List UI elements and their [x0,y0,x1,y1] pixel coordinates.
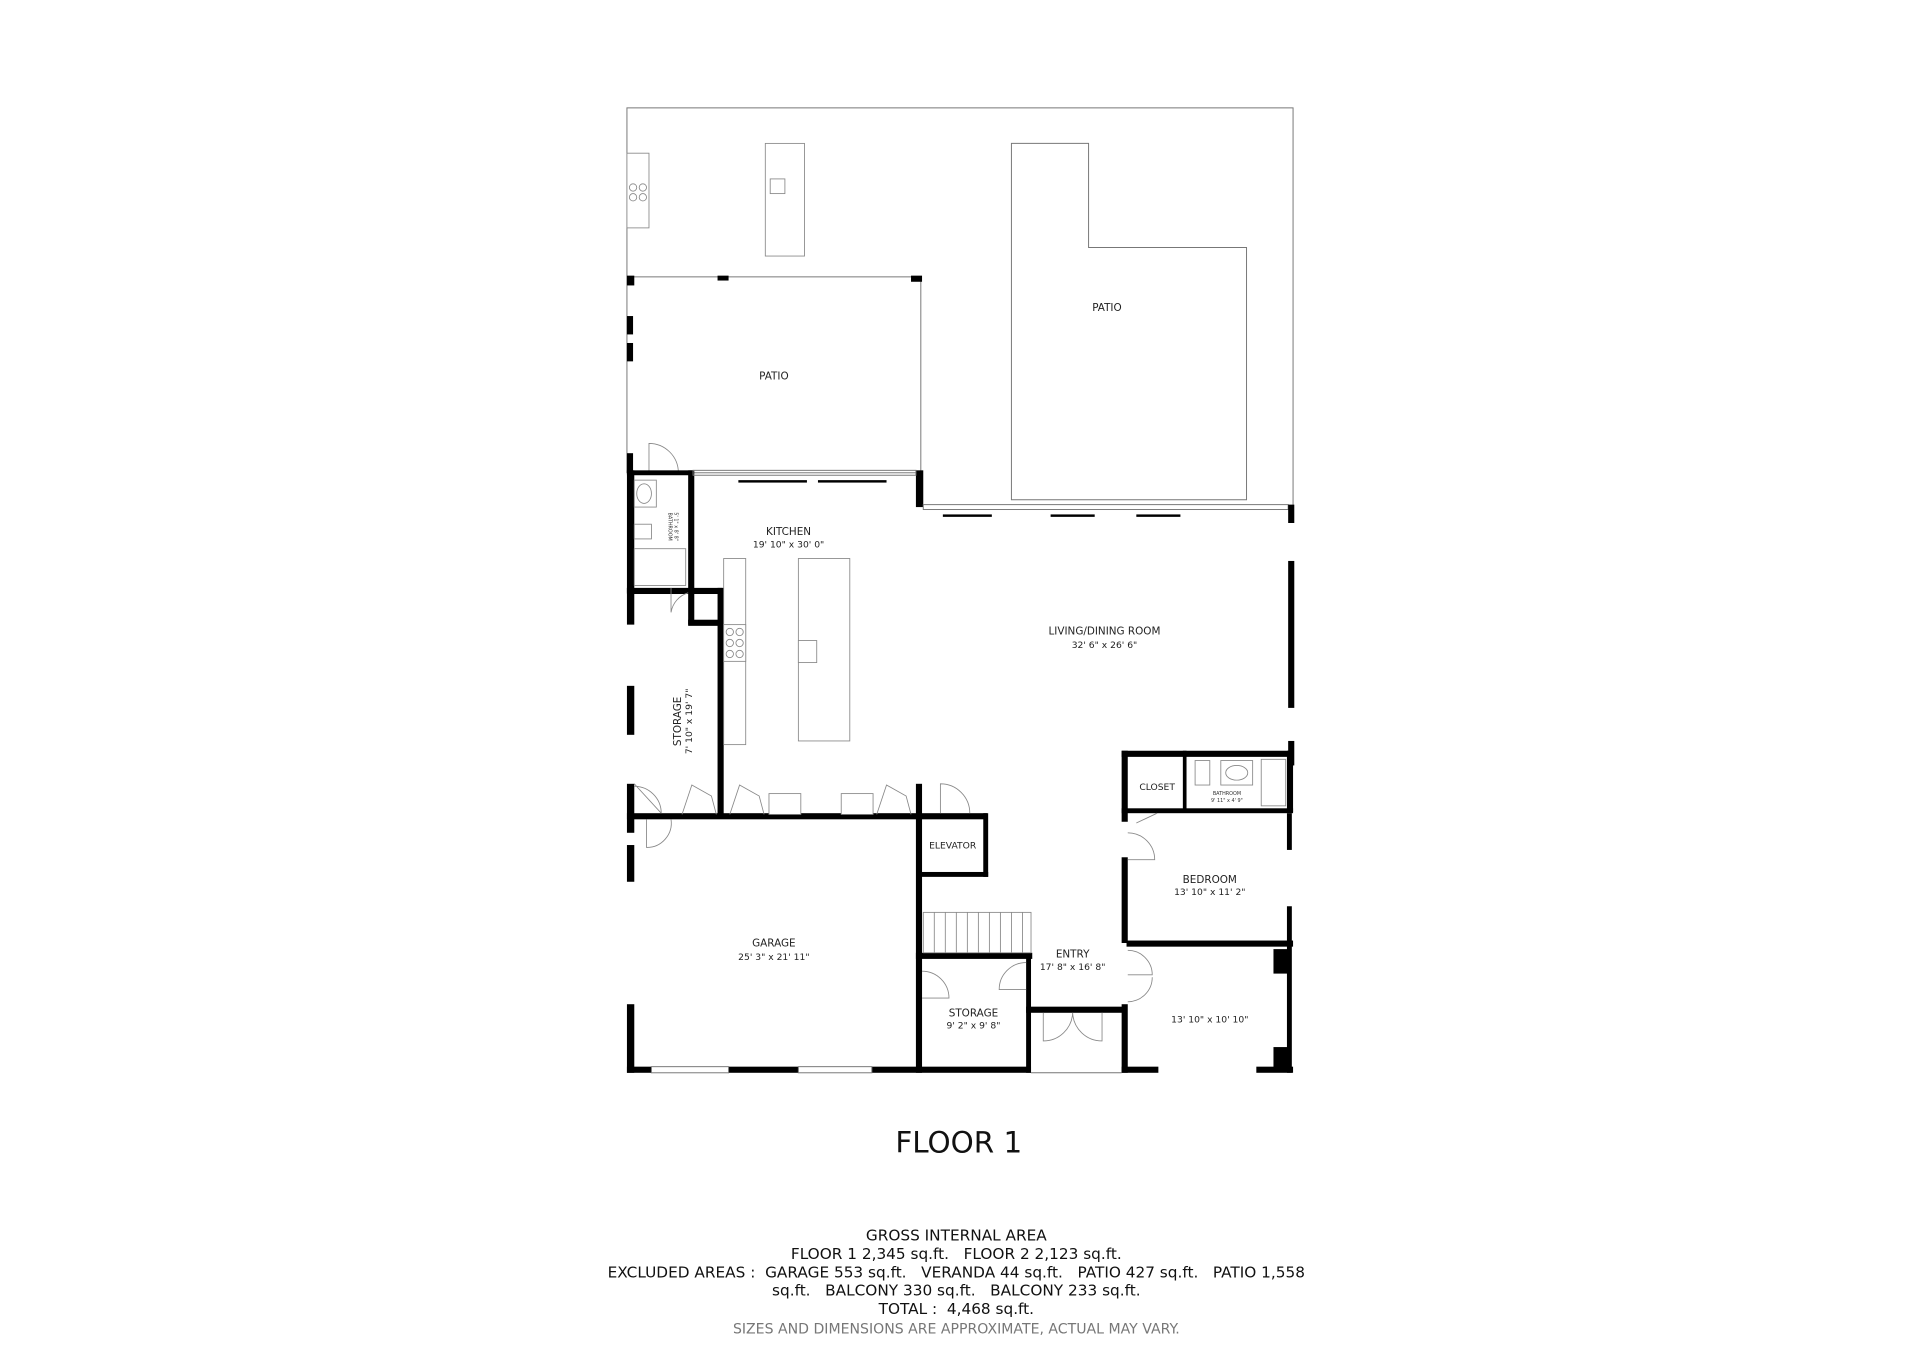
toilet-icon [1194,760,1211,786]
bathroom-small-label: BATHROOM [667,513,673,541]
stove-icon [723,624,747,662]
outdoor-grill-counter [626,152,650,229]
small-patio [626,275,923,474]
bathroom-small-dims: 5' 1" x 8' 8" [673,512,679,541]
walls [626,469,1295,1074]
toilet-icon [633,523,652,540]
kitchen-dims: 19' 10" x 30' 0" [753,539,824,550]
excluded-areas-line1: EXCLUDED AREAS : GARAGE 553 sq.ft. VERAN… [608,1263,1305,1281]
garage-label: GARAGE [752,938,796,950]
storage-small-label: STORAGE [949,1007,998,1019]
entry-label: ENTRY [1056,949,1090,961]
patio-large-label: PATIO [1092,302,1122,314]
fixtures [633,479,1287,954]
entry-dims: 17' 8" x 16' 8" [1040,962,1106,973]
area-summary: GROSS INTERNAL AREA FLOOR 1 2,345 sq.ft.… [608,1227,1305,1338]
living-dims: 32' 6" x 26' 6" [1072,640,1138,651]
elevator-label: ELEVATOR [929,841,977,852]
sink-icon [797,640,818,664]
outdoor-area [626,107,1294,508]
room-labels: PATIO PATIO KITCHEN 19' 10" x 30' 0" LIV… [667,302,1249,1032]
shower-small [633,548,687,586]
closet-label: CLOSET [1139,782,1175,793]
patio-small-label: PATIO [759,371,789,383]
unnamed-room-dims: 13' 10" x 10' 10" [1171,1015,1248,1026]
floors-area: FLOOR 1 2,345 sq.ft. FLOOR 2 2,123 sq.ft… [791,1245,1122,1263]
garage-dims: 25' 3" x 21' 11" [738,952,809,963]
storage-left-dims: 7' 10" x 19' 7" [684,689,695,755]
floor-title: FLOOR 1 [895,1125,1022,1159]
total-area: TOTAL : 4,468 sq.ft. [878,1300,1034,1318]
storage-small-dims: 9' 2" x 9' 8" [947,1021,1001,1032]
shower [1260,758,1287,807]
large-patio-outline [1010,142,1248,501]
outdoor-sink-counter [764,142,805,257]
disclaimer: SIZES AND DIMENSIONS ARE APPROXIMATE, AC… [733,1322,1180,1338]
bathroom-dims: 9' 11" x 4' 9" [1211,798,1243,804]
living-label: LIVING/DINING ROOM [1049,625,1161,637]
doors [633,587,1158,1042]
kitchen-label: KITCHEN [766,526,811,538]
bedroom-dims: 13' 10" x 11' 2" [1174,887,1245,898]
staircase [922,911,1032,954]
excluded-areas-line2: sq.ft. BALCONY 330 sq.ft. BALCONY 233 sq… [772,1282,1141,1300]
bathroom-label: BATHROOM [1213,791,1241,797]
bedroom-label: BEDROOM [1183,874,1237,886]
bathtub-small [633,479,657,508]
storage-left-label: STORAGE [672,697,684,746]
area-heading: GROSS INTERNAL AREA [866,1227,1047,1245]
